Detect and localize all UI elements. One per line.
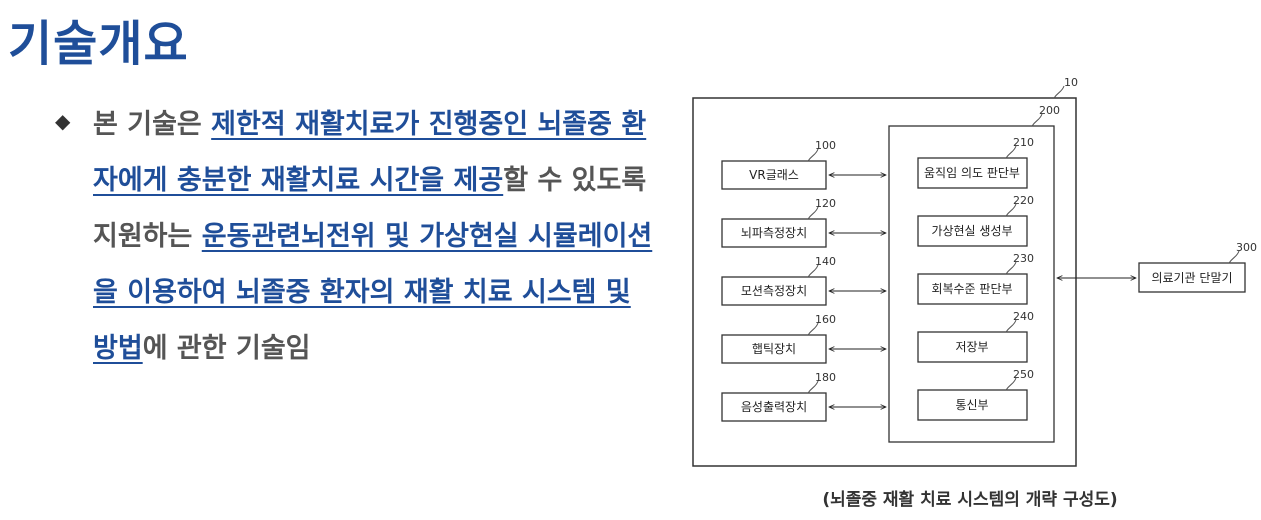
overview-text: 본 기술은 제한적 재활치료가 진행중인 뇌졸중 환자에게 충분한 재활치료 시… xyxy=(93,97,653,377)
text-segment: 할 수 있도록 지원하는 xyxy=(93,165,647,252)
server-ref-leader xyxy=(1031,113,1043,127)
module-label: 회복수준 판단부 xyxy=(931,282,1012,296)
module-box xyxy=(917,157,1028,189)
device-box xyxy=(721,334,827,364)
device-box xyxy=(721,160,827,190)
module-label: 움직임 의도 판단부 xyxy=(924,166,1020,180)
device-box xyxy=(721,276,827,306)
module-ref-leader xyxy=(1005,145,1017,159)
module-label: 가상현실 생성부 xyxy=(931,224,1012,238)
module-box xyxy=(917,389,1028,421)
device-box xyxy=(721,392,827,422)
device-ref-number: 160 xyxy=(815,313,836,326)
medical-terminal-box xyxy=(1138,262,1246,293)
module-ref-number: 220 xyxy=(1013,194,1034,207)
server-ref-number: 200 xyxy=(1039,104,1060,117)
text-segment: 에 관한 기술임 xyxy=(142,333,311,364)
device-label: 모션측정장치 xyxy=(741,284,807,298)
diamond-bullet-icon: ◆ xyxy=(55,109,71,133)
device-label: 뇌파측정장치 xyxy=(741,226,807,240)
module-ref-number: 230 xyxy=(1013,252,1034,265)
device-ref-leader xyxy=(807,380,819,394)
page-title: 기술개요 xyxy=(8,16,189,72)
module-ref-leader xyxy=(1005,261,1017,275)
diagram-caption: (뇌졸중 재활 치료 시스템의 개략 구성도) xyxy=(822,490,1118,510)
device-ref-leader xyxy=(807,322,819,336)
device-ref-leader xyxy=(807,206,819,220)
highlighted-text-segment: 운동관련뇌전위 및 가상현실 시뮬레이션을 이용하여 뇌졸중 환자의 재활 치료… xyxy=(93,221,653,364)
device-label: 음성출력장치 xyxy=(741,400,807,414)
device-ref-number: 100 xyxy=(815,139,836,152)
device-ref-leader xyxy=(807,264,819,278)
module-ref-leader xyxy=(1005,377,1017,391)
module-ref-number: 210 xyxy=(1013,136,1034,149)
device-label: 햅틱장치 xyxy=(752,342,796,356)
device-label: VR글래스 xyxy=(749,168,799,182)
medical-terminal-ref-leader xyxy=(1228,250,1240,264)
module-ref-leader xyxy=(1005,203,1017,217)
text-segment: 본 기술은 xyxy=(93,109,212,140)
device-ref-number: 140 xyxy=(815,255,836,268)
system-ref-leader xyxy=(1053,85,1065,99)
server-box xyxy=(888,125,1055,443)
device-box xyxy=(721,218,827,248)
system-outer-box xyxy=(692,97,1077,467)
highlighted-text-segment: 제한적 재활치료가 진행중인 뇌졸중 환자에게 충분한 재활치료 시간을 제공 xyxy=(93,109,647,196)
module-ref-number: 240 xyxy=(1013,310,1034,323)
module-ref-leader xyxy=(1005,319,1017,333)
device-ref-number: 120 xyxy=(815,197,836,210)
medical-terminal-label: 의료기관 단말기 xyxy=(1151,271,1232,285)
device-ref-number: 180 xyxy=(815,371,836,384)
module-box xyxy=(917,273,1028,305)
device-ref-leader xyxy=(807,148,819,162)
module-box xyxy=(917,331,1028,363)
medical-terminal-ref-number: 300 xyxy=(1236,241,1257,254)
module-label: 통신부 xyxy=(955,398,988,412)
system-block-diagram: 10 200 VR글래스 100 뇌파측정장치 120 모션측정장치 140 햅틱장치 160… xyxy=(692,76,1257,467)
module-box xyxy=(917,215,1028,247)
module-label: 저장부 xyxy=(955,340,988,354)
module-ref-number: 250 xyxy=(1013,368,1034,381)
system-ref-number: 10 xyxy=(1064,76,1078,89)
